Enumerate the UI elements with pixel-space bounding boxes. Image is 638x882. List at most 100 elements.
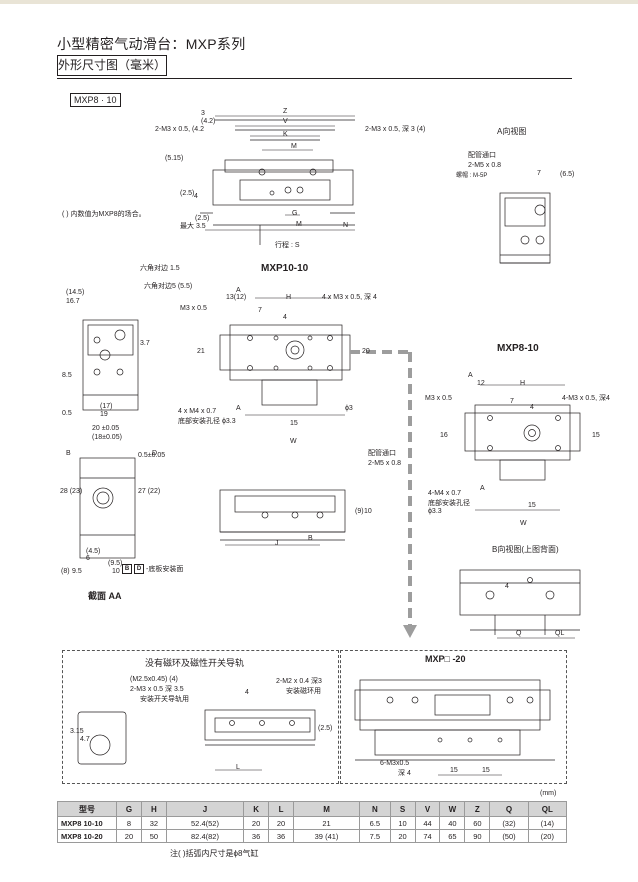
port-thread: 2-M5 x 0.8 [368,460,402,467]
legend-b: B [122,564,132,574]
dim-h-8: H [520,380,526,387]
label-d: D [152,450,158,457]
table-cell: 90 [464,829,491,843]
col-header: N [359,801,391,817]
dim-h: H [286,294,292,301]
dim-n: N [343,222,349,229]
mxp8-10-title: MXP8-10 [497,343,539,354]
view-a-title: A向视图 [497,127,527,136]
table-cell: 74 [414,829,441,843]
table-cell: 60 [464,816,491,830]
dim-3: 3 [201,110,205,117]
dim-2-5-b: (2.5) [195,215,210,222]
dim-4-b: 4 [505,583,509,590]
phi-3: ϕ3 [345,405,353,412]
thread-label-left: 2-M3 x 0.5, (4.2 [155,126,205,133]
dim-21: 21 [197,348,205,355]
table-cell: 50 [140,829,167,843]
m3-4-thread: 4 x M3 x 0.5, 深 4 [322,294,377,301]
nut-label: 螺帽 : M-5P [456,173,488,179]
dim-4-5: (4.5) [86,548,101,555]
table-row: MXP8 10-10 8 32 52.4(52) 20 20 21 6.5 10… [57,816,568,830]
table-cell: 7.5 [359,829,391,843]
dim-15-low-a: 15 [450,767,458,774]
dim-15: 15 [290,420,298,427]
sec-a-8-b: A [480,485,485,492]
hex-1-5: 六角对边 1.5 [140,265,180,272]
table-cell: 20 [389,829,416,843]
parens-note: ( ) 内数值为MXP8的场合。 [62,211,146,218]
footnote: 注( )括弧内尺寸是ϕ8气缸 [170,849,259,858]
dim-8-5: 8.5 [62,372,72,379]
dim-z: Z [283,108,288,115]
dim-q: Q [516,630,522,637]
mxp-20-box [340,650,567,784]
unit-label: (mm) [540,790,557,797]
dim-18-tol: (18±0.05) [92,434,122,441]
m4-thread: 4 x M4 x 0.7 [178,408,217,415]
dim-6: 6 [86,555,90,562]
dim-16-7: 16.7 [66,298,80,305]
table-cell: 82.4(82) [165,829,245,843]
dim-2-5-low: (2.5) [318,725,333,732]
piping-port: 配管通口 [368,450,396,457]
dim-w: W [290,438,297,445]
model-tag: MXP8 · 10 [70,93,121,107]
dim-0-5-tol: 0.5±0.05 [138,452,166,459]
mxp10-10-title: MXP10-10 [261,263,309,274]
col-header: Z [464,801,491,817]
dim-9: (9) [355,508,364,515]
sec-a-bottom: A [236,405,241,412]
top-rule [0,0,638,4]
no-magnet-box [62,650,339,784]
dim-k: K [283,131,288,138]
bd-legend: B D -底板安装面 [122,564,183,574]
page-title: 小型精密气动滑台：MXP系列 [57,36,246,52]
dim-14-5: (14.5) [66,289,85,296]
col-header: V [414,801,441,817]
dim-17: (17) [100,403,113,410]
table-cell: 36 [268,829,294,843]
dim-3-7: 3.7 [140,340,150,347]
col-header: G [116,801,142,817]
dim-7-8: 7 [510,398,514,405]
dim-15-8b: 15 [528,502,536,509]
table-cell: 39 (41) [292,829,361,843]
dim-m-bottom: M [296,221,302,228]
m3-6-thread: 6-M3x0.5 [380,760,410,767]
table-cell: 44 [414,816,441,830]
m3-35-thread: 2-M3 x 0.5 深 3.5 [130,686,184,693]
col-header: J [165,801,245,817]
m3-thread-8: M3 x 0.5 [425,395,452,402]
hex-5: 六角对边5 (5.5) [144,283,193,290]
table-cell: 52.4(52) [165,816,245,830]
bottom-mount: 底部安装孔径 ϕ3.3 [178,418,236,425]
view-b-title: B向视图(上图背面) [492,545,559,554]
dim-13-12: 13(12) [226,294,247,301]
dim-16: 16 [440,432,448,439]
section-aa-title: 截面 AA [88,591,122,601]
dim-w-8: W [520,520,527,527]
table-cell: (14) [527,816,568,830]
m2-5-thread: (M2.5x0.45) (4) [130,676,178,683]
table-cell: 65 [439,829,466,843]
dim-28: 28 (23) [60,488,83,495]
dim-10: 10 [364,508,372,515]
col-header: W [439,801,466,817]
section-subtitle: 外形尺寸图（毫米） [57,55,167,76]
dim-2-5: (2.5) [180,190,195,197]
m2-3-thread: 2-M2 x 0.4 深3 [276,678,322,685]
dim-8: (8) [61,568,70,575]
m4-thread-8: 4-M4 x 0.7 [428,490,462,497]
stroke-label: 行程 : S [275,242,300,249]
dim-20: 20 [362,348,370,355]
dim-9-5: (9.5) [108,560,123,567]
port-thread-a: 2-M5 x 0.8 [468,162,502,169]
m3-4-thread-8: 4-M3 x 0.5, 深4 [562,395,610,402]
table-cell: 8 [116,816,142,830]
dim-15-8: 15 [592,432,600,439]
table-cell: 32 [140,816,167,830]
dim-10-b: 10 [112,568,120,575]
legend-d: D [134,564,144,574]
